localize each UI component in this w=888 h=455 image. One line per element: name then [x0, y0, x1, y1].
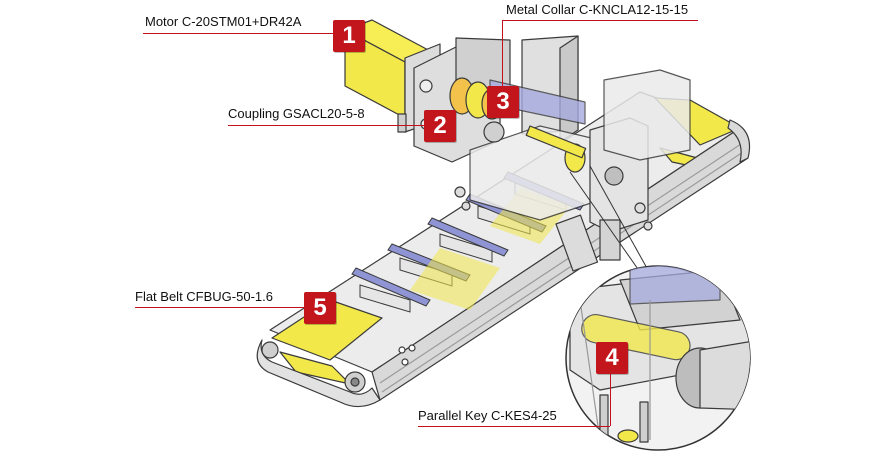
coupling-assembly: [397, 37, 511, 163]
leader-line-5: [135, 307, 313, 308]
callout-label-parallel-key: Parallel Key C-KES4-25: [418, 408, 557, 423]
cleat: [427, 217, 509, 263]
leader-line-3-vertical: [502, 20, 503, 86]
leader-line-4: [418, 426, 610, 427]
callout-label-coupling: Coupling GSACL20-5-8: [228, 106, 365, 121]
callout-label-motor: Motor C-20STM01+DR42A: [145, 14, 302, 29]
upper-frame: [454, 35, 691, 272]
callout-badge-2: 2: [424, 110, 456, 142]
leader-line-2: [228, 125, 424, 126]
callout-badge-4: 4: [596, 342, 628, 374]
leader-line-1: [143, 33, 333, 34]
cleat: [351, 267, 431, 313]
leader-line-4-vertical: [610, 362, 611, 426]
callout-badge-3: 3: [487, 86, 519, 118]
leader-line-3: [502, 20, 698, 21]
callout-badge-5: 5: [304, 292, 336, 324]
callout-label-metal-collar: Metal Collar C-KNCLA12-15-15: [506, 2, 689, 17]
callout-label-flat-belt: Flat Belt CFBUG-50-1.6: [135, 289, 273, 304]
callout-badge-1: 1: [333, 20, 365, 52]
